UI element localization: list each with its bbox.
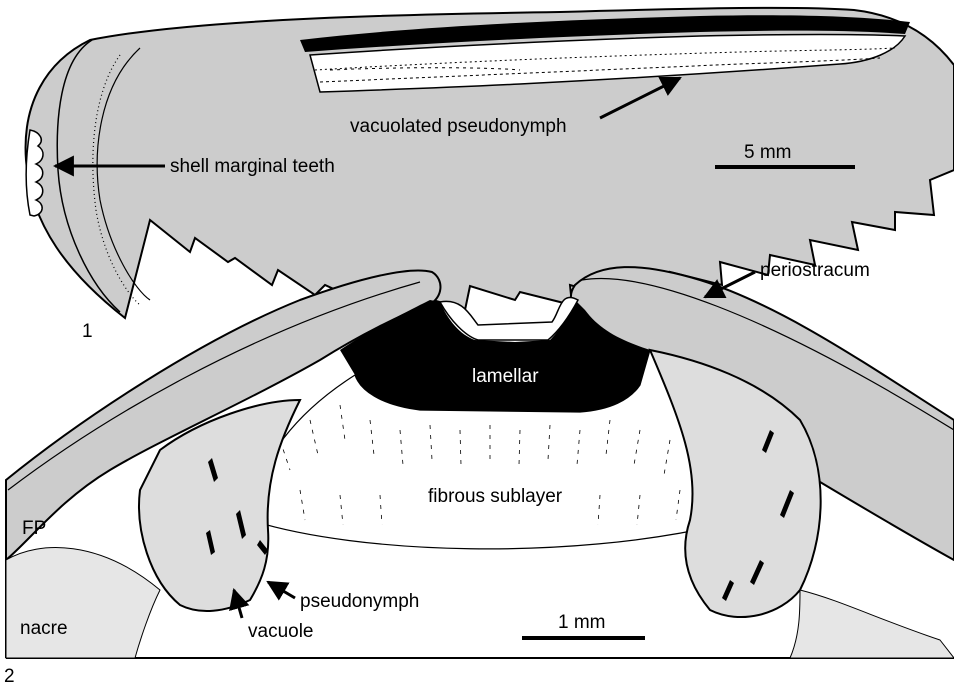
label-nacre: nacre [20,618,68,639]
label-pseudonymph: pseudonymph [300,591,419,612]
label-vacuolated-pseudonymph: vacuolated pseudonymph [350,116,567,137]
label-shell-marginal-teeth: shell marginal teeth [170,156,335,177]
label-fibrous-sublayer: fibrous sublayer [428,486,563,507]
scale-bar-label-panel2: 1 mm [558,612,606,633]
marginal-teeth [26,130,43,216]
panel-1: vacuolated pseudonymph shell marginal te… [26,8,954,342]
label-periostracum: periostracum [760,260,870,281]
scale-bar-label-panel1: 5 mm [744,142,792,163]
label-vacuole: vacuole [248,621,314,642]
label-lamellar: lamellar [472,366,539,387]
nacre-right [790,590,954,658]
panel-number-2: 2 [4,666,15,686]
arrow-pseudonymph [268,582,295,598]
panel-number-1: 1 [82,321,93,342]
nacre-left [6,548,160,658]
label-fp: FP [22,518,46,539]
panel-2: periostracum lamellar fibrous sublayer F… [4,260,954,686]
